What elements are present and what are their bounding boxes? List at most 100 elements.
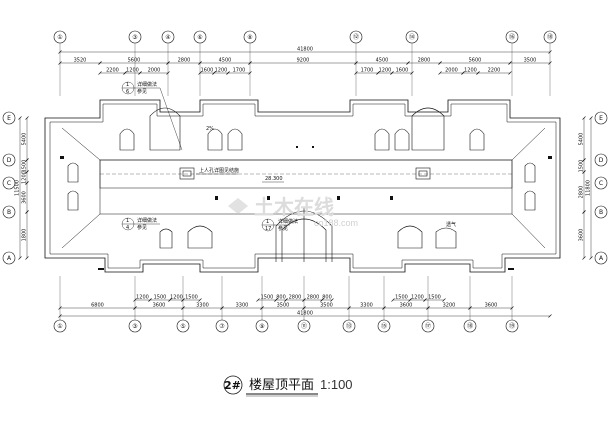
- left-axis-bubble: C: [2, 176, 16, 190]
- svg-text:4500: 4500: [219, 58, 232, 64]
- svg-text:3600: 3600: [22, 191, 28, 204]
- bottom-row1-dimension: 3200: [426, 303, 472, 310]
- bottom-row2-dimension: 1500: [391, 295, 412, 302]
- top-row2-dimension: 1600: [390, 68, 414, 75]
- left-axis-bubble: D: [2, 153, 16, 167]
- right-dimension: 5400: [579, 116, 586, 162]
- drawing-scale: 1:100: [320, 377, 353, 392]
- detail-c-den: 17: [265, 226, 271, 232]
- svg-text:3520: 3520: [74, 58, 87, 64]
- svg-text:1500: 1500: [22, 160, 28, 173]
- svg-text:C: C: [599, 180, 603, 187]
- svg-text:1200: 1200: [126, 68, 139, 74]
- top-row1-dimension: 5600: [98, 58, 170, 65]
- top-axis-bubble: ⑯: [505, 30, 519, 44]
- bottom-axis-bubble: ①: [53, 319, 67, 333]
- right-axis-bubble: A: [594, 251, 608, 265]
- right-dimension: 3600: [579, 210, 586, 260]
- detail-b-sub: 参见: [137, 224, 147, 231]
- detail-b-num: 1: [126, 218, 129, 224]
- left-axis-bubble: A: [2, 251, 16, 265]
- svg-text:3500: 3500: [320, 303, 333, 309]
- top-row2-dimension: 2000: [438, 68, 465, 75]
- svg-text:1200: 1200: [464, 68, 477, 74]
- svg-text:⑬: ⑬: [346, 322, 352, 330]
- roof-dormers: [67, 107, 536, 262]
- bottom-row2-dimension: 800: [320, 295, 334, 302]
- roof-hatches: [179, 167, 431, 180]
- svg-text:2800: 2800: [579, 186, 585, 199]
- svg-text:⑰: ⑰: [425, 322, 431, 330]
- svg-text:3300: 3300: [360, 303, 373, 309]
- top-row2-dimension: 1200: [461, 68, 480, 75]
- bottom-row2-dimension: 2800: [284, 295, 306, 302]
- svg-text:5400: 5400: [22, 133, 28, 146]
- drawing-title: 2# 楼屋顶平面 1:100: [223, 375, 353, 397]
- annotation-text: 1 6 详细做法 参见 上人孔详图见结施 28.300 1 4 详细做法 参见 …: [126, 81, 456, 232]
- svg-text:1800: 1800: [22, 229, 28, 242]
- top-row1-dimension: 2800: [406, 58, 442, 65]
- bottom-row1-dimension: 3300: [347, 303, 386, 310]
- svg-text:1600: 1600: [201, 68, 214, 74]
- svg-text:⑪: ⑪: [301, 322, 307, 330]
- bottom-row2-dimension: 1200: [133, 295, 152, 302]
- svg-text:D: D: [599, 157, 604, 164]
- top-axis-bubble: ①: [53, 30, 67, 44]
- top-row1-dimension: 4500: [198, 58, 252, 65]
- detail-b-label: 详细做法: [137, 217, 157, 224]
- bottom-axis-bubble: ⑰: [421, 319, 435, 333]
- svg-text:9200: 9200: [297, 58, 310, 64]
- svg-text:1200: 1200: [215, 68, 228, 74]
- top-overall-dimension: 41800: [58, 47, 552, 54]
- top-row2-dimension: 1700: [226, 68, 252, 75]
- top-row1-dimension: 3500: [508, 58, 552, 65]
- elevation-label: 28.300: [265, 176, 283, 182]
- top-row2-dimension: 2200: [98, 68, 127, 75]
- svg-text:800: 800: [322, 295, 332, 301]
- svg-text:3300: 3300: [236, 303, 249, 309]
- left-dimension: 5400: [22, 116, 29, 162]
- right-axis-bubble: C: [594, 176, 608, 190]
- svg-text:①: ①: [57, 34, 62, 41]
- svg-text:2800: 2800: [289, 295, 302, 301]
- detail-a-den: 6: [126, 89, 129, 95]
- detail-a-label: 详细做法: [137, 81, 157, 88]
- top-row2-dimension: 1200: [123, 68, 142, 75]
- top-row2-dimension: 2200: [476, 68, 512, 75]
- svg-text:5600: 5600: [128, 58, 141, 64]
- top-row2-dimension: 2000: [138, 68, 170, 75]
- bottom-row1-dimension: 3500: [260, 303, 306, 310]
- roof-outline: [44, 99, 561, 273]
- svg-text:E: E: [599, 115, 603, 122]
- svg-text:1500: 1500: [261, 295, 274, 301]
- left-total-dimension: 11500: [15, 116, 22, 260]
- svg-text:3600: 3600: [579, 229, 585, 242]
- title-number-circle: [223, 375, 243, 395]
- watermark-url: co188.com: [314, 218, 358, 228]
- svg-text:4500: 4500: [376, 58, 389, 64]
- svg-text:1700: 1700: [361, 68, 374, 74]
- svg-text:1200: 1200: [411, 295, 424, 301]
- left-dimension: 1800: [22, 210, 29, 260]
- svg-text:A: A: [599, 255, 604, 262]
- svg-text:1200: 1200: [136, 295, 149, 301]
- detail-c-sub: 参见: [278, 225, 288, 232]
- bottom-axis-bubble: ⑤: [176, 319, 190, 333]
- svg-text:1700: 1700: [233, 68, 246, 74]
- right-axis-bubbles: E D C B A: [594, 111, 608, 265]
- svg-text:D: D: [7, 157, 12, 164]
- svg-text:⑨: ⑨: [259, 323, 264, 330]
- svg-text:1200: 1200: [170, 295, 183, 301]
- svg-text:⑱: ⑱: [467, 322, 473, 330]
- svg-text:2800: 2800: [418, 58, 431, 64]
- vent-label: 透气: [446, 221, 456, 228]
- top-row1-dimension: 9200: [248, 58, 358, 65]
- top-row1-dimension: 5600: [438, 58, 512, 65]
- right-axis-bubble: E: [594, 111, 608, 125]
- svg-text:③: ③: [132, 34, 137, 41]
- top-row2-dimension: 1200: [212, 68, 230, 75]
- bottom-axis-bubble: ⑲: [505, 319, 519, 333]
- right-axis-bubble: B: [594, 205, 608, 219]
